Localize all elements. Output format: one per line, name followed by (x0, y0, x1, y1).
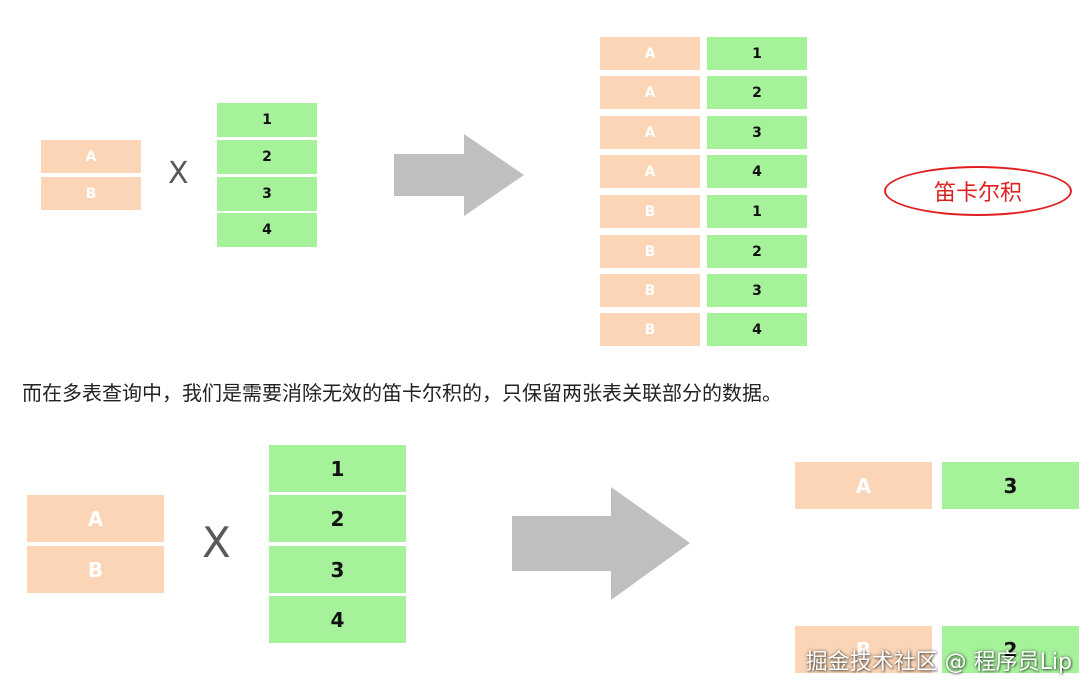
bottom-right-cell-4: 4 (269, 596, 406, 643)
bottom-right-cell-1: 1 (269, 445, 406, 492)
top-arrow-icon (394, 134, 524, 216)
top-result-number-5: 1 (707, 195, 807, 228)
top-result-number-7: 3 (707, 274, 807, 307)
top-result-letter-2: A (600, 76, 700, 109)
bottom-left-cell-a: A (27, 495, 164, 542)
bottom-right-cell-3: 3 (269, 546, 406, 593)
cartesian-product-label: 笛卡尔积 (884, 166, 1072, 216)
top-times-symbol: X (168, 156, 189, 191)
top-result-letter-4: A (600, 155, 700, 188)
top-result-letter-8: B (600, 313, 700, 346)
watermark-text: 掘金技术社区 @ 程序员Lip (805, 650, 1072, 675)
top-left-cell-a: A (41, 140, 141, 173)
top-left-cell-b: B (41, 177, 141, 210)
top-result-letter-7: B (600, 274, 700, 307)
top-result-number-2: 2 (707, 76, 807, 109)
top-result-number-1: 1 (707, 37, 807, 70)
caption-text: 而在多表查询中，我们是需要消除无效的笛卡尔积的，只保留两张表关联部分的数据。 (22, 381, 782, 405)
top-result-number-4: 4 (707, 155, 807, 188)
bottom-result-number-1: 3 (942, 462, 1079, 509)
bottom-times-symbol: X (202, 518, 231, 567)
top-right-cell-4: 4 (217, 213, 317, 247)
top-right-cell-2: 2 (217, 140, 317, 174)
bottom-result-number-2: 2 (942, 626, 1079, 673)
bottom-left-cell-b: B (27, 546, 164, 593)
bottom-result-letter-2: B (795, 626, 932, 673)
top-right-cell-1: 1 (217, 103, 317, 137)
top-result-number-3: 3 (707, 116, 807, 149)
top-result-letter-6: B (600, 235, 700, 268)
top-result-number-6: 2 (707, 235, 807, 268)
bottom-arrow-icon (512, 487, 690, 600)
top-result-letter-1: A (600, 37, 700, 70)
top-right-cell-3: 3 (217, 177, 317, 211)
top-result-number-8: 4 (707, 313, 807, 346)
top-result-letter-5: B (600, 195, 700, 228)
bottom-result-letter-1: A (795, 462, 932, 509)
bottom-right-cell-2: 2 (269, 495, 406, 542)
top-result-letter-3: A (600, 116, 700, 149)
